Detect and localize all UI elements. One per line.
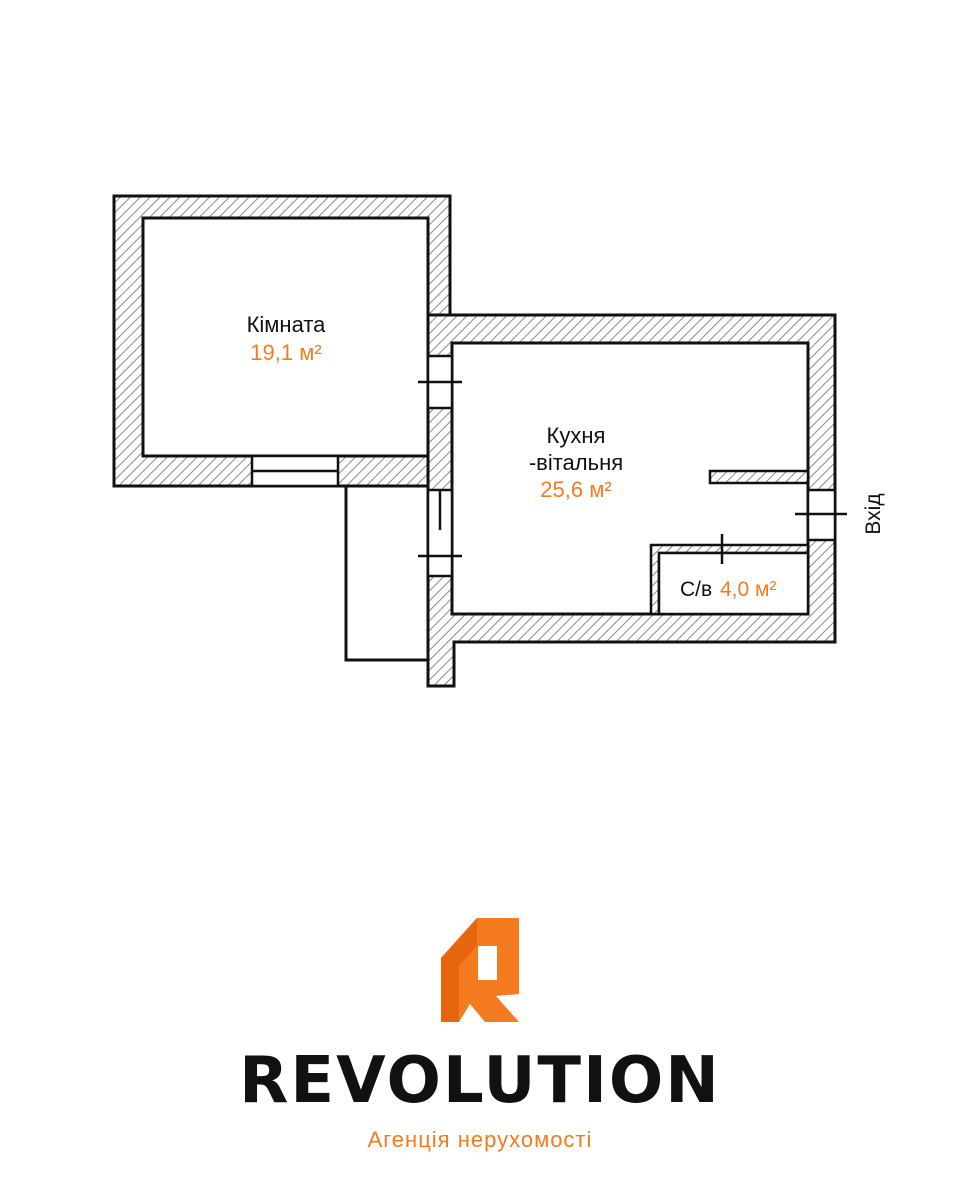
brand-tagline: Агенція нерухомості <box>368 1127 593 1152</box>
doorway-corridor-kitchen <box>418 488 462 578</box>
room1-label: Кімната <box>247 312 327 337</box>
bathroom-label: С/в <box>680 578 712 601</box>
brand-name: REVOLUTION <box>239 1044 721 1118</box>
bathroom-area: 4,0 м² <box>720 578 776 601</box>
kitchen-walls <box>426 313 837 688</box>
doorway-room1-kitchen <box>418 354 462 410</box>
entrance-door <box>795 488 847 542</box>
kitchen-label-line2: -вітальня <box>529 450 623 475</box>
corridor-outline <box>344 486 428 662</box>
floor-plan: Кімната 19,1 м² Кухня -вітальня 25,6 м² … <box>112 194 885 688</box>
kitchen-label-line1: Кухня <box>547 423 606 448</box>
room1-area: 19,1 м² <box>250 340 321 365</box>
brand-logo: REVOLUTION Агенція нерухомості <box>239 918 721 1152</box>
kitchen-partition <box>708 469 810 485</box>
kitchen-area: 25,6 м² <box>540 477 611 502</box>
bathroom-walls <box>649 534 810 616</box>
entrance-label: Вхід <box>862 493 885 534</box>
brand-mark-icon <box>441 918 519 1022</box>
room1-window <box>250 454 340 488</box>
